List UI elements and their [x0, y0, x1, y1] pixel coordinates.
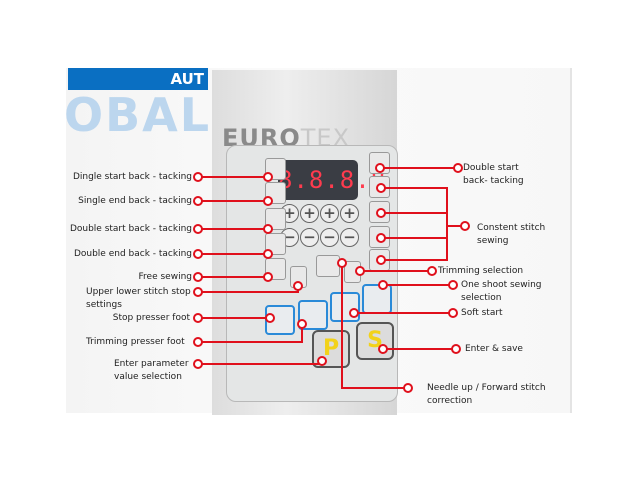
- minus-button-3[interactable]: −: [320, 228, 339, 247]
- label-double-start-right: Double start: [463, 163, 519, 173]
- label-stop-presser-foot: Stop presser foot: [112, 313, 190, 323]
- background-logo: OBAL: [64, 88, 212, 142]
- label-one-shot-2: selection: [461, 293, 502, 303]
- label-single-start-backtack: Dingle start back - tacking: [72, 172, 192, 182]
- label-double-start-backtack: Double start back - tacking: [69, 224, 192, 234]
- label-double-end-backtack: Double end back - tacking: [73, 249, 192, 259]
- divider: [570, 68, 572, 413]
- plus-button-2[interactable]: +: [300, 204, 319, 223]
- label-soft-start: Soft start: [461, 308, 503, 318]
- title-band: AUT: [68, 68, 208, 90]
- double-start-backtack-key[interactable]: [265, 208, 286, 230]
- label-one-shot: One shoot sewing: [461, 280, 542, 290]
- label-enter-save: Enter & save: [465, 344, 523, 354]
- label-double-start-right-2: back- tacking: [463, 176, 524, 186]
- minus-button-4[interactable]: −: [340, 228, 359, 247]
- double-end-backtack-key[interactable]: [265, 233, 286, 255]
- plus-button-4[interactable]: +: [340, 204, 359, 223]
- plus-button-3[interactable]: +: [320, 204, 339, 223]
- label-needle-up-2: correction: [427, 396, 473, 406]
- label-enter-parameter: Enter parameter: [114, 359, 189, 369]
- label-trimming-selection: Trimming selection: [438, 266, 524, 276]
- one-shot-key[interactable]: [362, 284, 392, 314]
- label-constant-stitch-2: sewing: [477, 236, 509, 246]
- label-single-end-backtack: Single end back - tacking: [78, 196, 192, 206]
- label-needle-up: Needle up / Forward stitch: [427, 383, 546, 393]
- label-free-sewing: Free sewing: [138, 272, 192, 282]
- label-stitch-stop: Upper lower stitch stop: [86, 287, 191, 297]
- label-constant-stitch: Constent stitch: [477, 223, 546, 233]
- label-enter-parameter-2: value selection: [114, 372, 182, 382]
- trimming-presser-foot-key[interactable]: [298, 300, 328, 330]
- minus-button-2[interactable]: −: [300, 228, 319, 247]
- label-trimming-presser-foot: Trimming presser foot: [86, 337, 185, 347]
- label-stitch-stop-2: settings: [86, 300, 122, 310]
